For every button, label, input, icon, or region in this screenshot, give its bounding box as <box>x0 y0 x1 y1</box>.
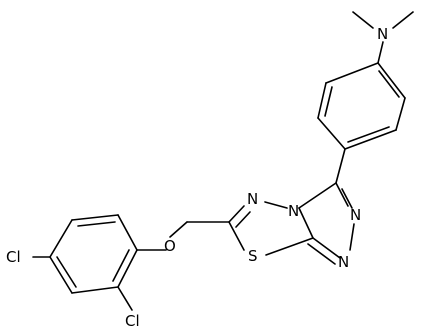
bond-tz-c3-n4 <box>298 182 337 209</box>
atom-label-n-thiadiazole: N <box>247 190 258 208</box>
atom-label-o-ether: O <box>164 237 176 255</box>
bond-phenyl-triazole <box>335 148 346 184</box>
bond-tz-n1-c8a <box>312 237 341 259</box>
bond-ph-double-2 <box>347 126 390 143</box>
bond-ph-double-1 <box>378 70 400 98</box>
bond-thd-n5-c6 <box>228 205 245 223</box>
bond-tz-c3-n2-double <box>341 188 353 209</box>
atom-label-n-triazole-right-upper: N <box>350 206 361 224</box>
bond-cl-bottom <box>117 286 133 311</box>
bond-ch2-o <box>169 221 188 238</box>
bond-ph-3 <box>344 129 397 150</box>
atom-label-cl-bottom: Cl <box>125 312 140 330</box>
bond-methyl-left-n <box>352 11 374 29</box>
bond-ph-2 <box>395 97 406 131</box>
bond-dcp-6 <box>117 249 138 288</box>
bond-thd-c6-s <box>228 221 245 251</box>
bond-dcp-2 <box>71 214 119 221</box>
bond-ph-double-3 <box>324 86 333 117</box>
atom-label-n-triazole-top: N <box>288 202 299 220</box>
bond-dcp-double-2 <box>56 256 77 288</box>
atom-label-n-triazole-right-lower: N <box>338 253 349 271</box>
bond-tz-c3-n2 <box>335 182 349 207</box>
bond-dcp-4 <box>49 256 73 294</box>
atom-label-n-dimethyl: N <box>377 25 388 43</box>
bond-ph-5 <box>317 82 327 119</box>
bond-ph-6 <box>325 62 379 84</box>
bond-tz-n1-c8a-double <box>307 243 336 265</box>
atom-label-s-thiadiazole: S <box>248 247 258 265</box>
bond-thd-s-c8a <box>265 237 314 256</box>
bond-dcp-5 <box>71 286 119 294</box>
bond-tz-n2-n1 <box>349 223 355 251</box>
bond-thd-n4-n5 <box>264 201 288 209</box>
bond-dcp-double-3 <box>112 249 130 282</box>
bond-tz-c8a-n4 <box>298 207 314 239</box>
bond-dcp-1 <box>117 214 138 251</box>
bond-n-phenyl <box>377 41 384 64</box>
bond-ph-1 <box>377 62 406 99</box>
bond-methyl-right-n <box>392 11 414 29</box>
bond-dcp-double-1 <box>77 221 116 227</box>
atom-label-cl-left: Cl <box>6 248 21 266</box>
bond-dcp-3 <box>49 219 73 258</box>
bond-thd-n5-c6-double <box>235 211 251 228</box>
bond-ph-4 <box>317 117 346 150</box>
